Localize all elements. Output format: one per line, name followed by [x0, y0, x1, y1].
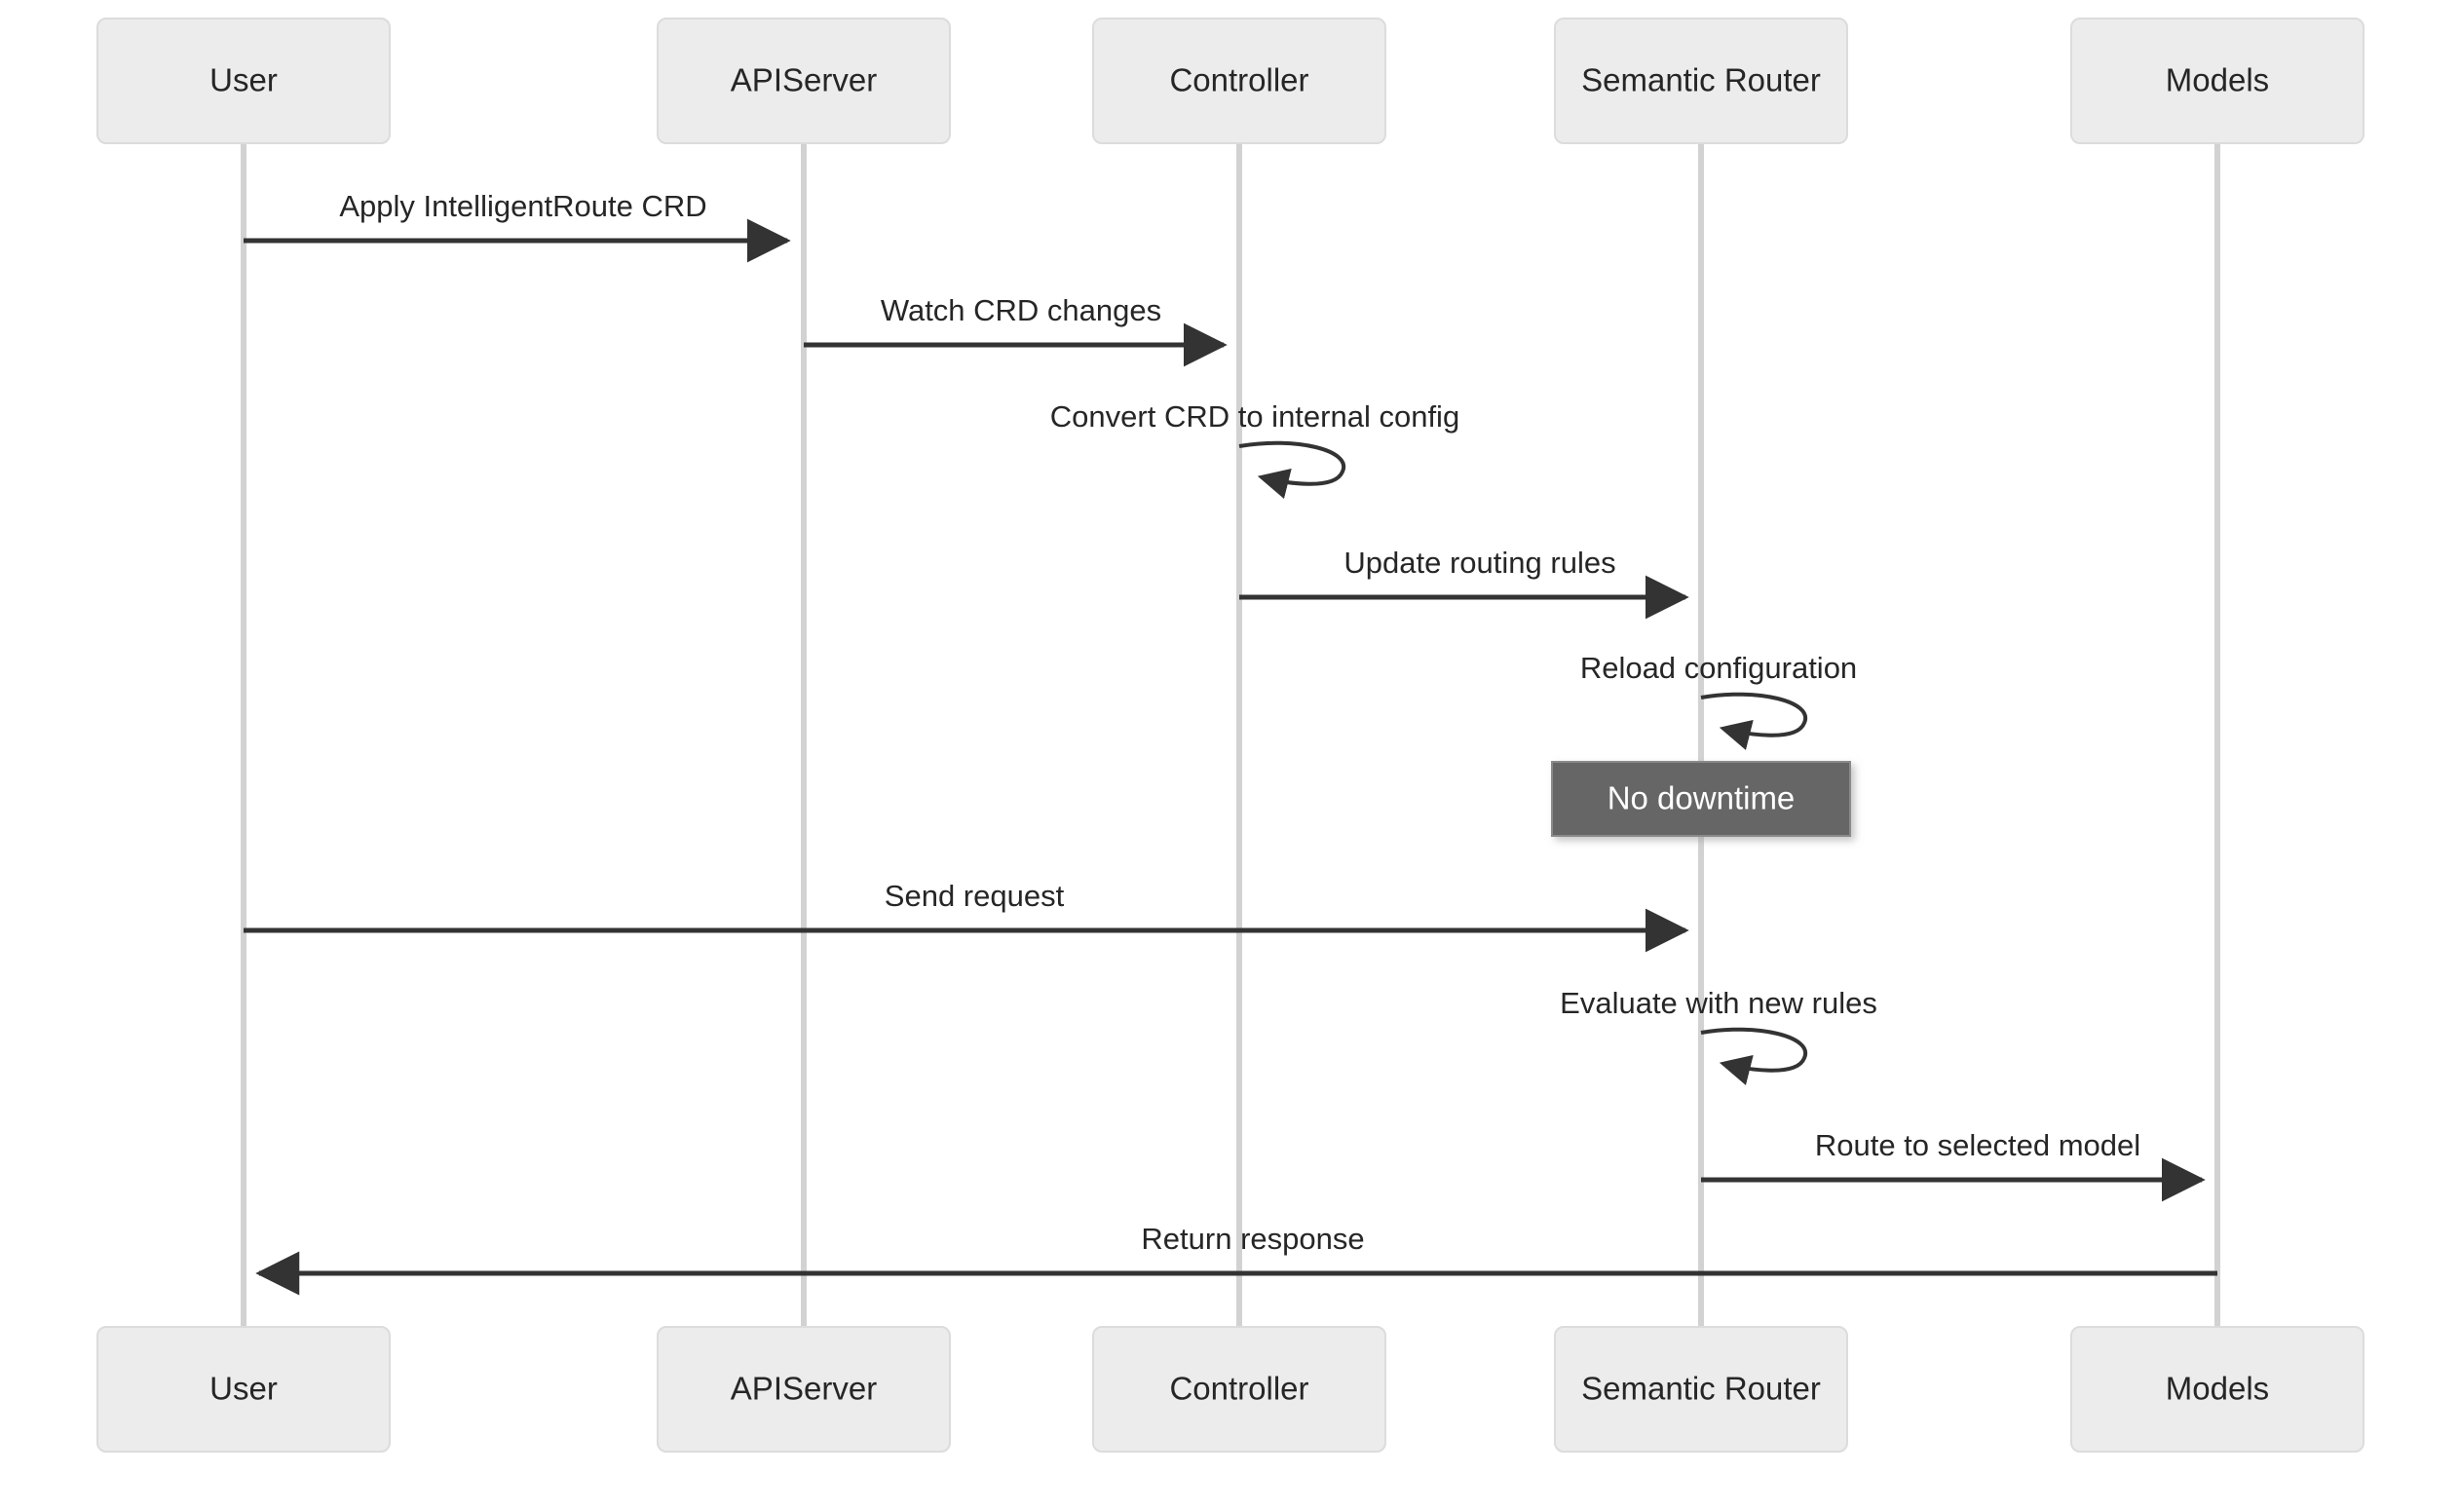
participants-bottom: User APIServer Controller Semantic Route…	[96, 1326, 2364, 1453]
participant-label-models-top: Models	[2166, 62, 2269, 98]
participant-label-controller-bottom: Controller	[1169, 1371, 1308, 1407]
message-label-5: Reload configuration	[1580, 651, 1857, 685]
participants-top: User APIServer Controller Semantic Route…	[96, 18, 2364, 144]
note-no-downtime[interactable]: No downtime	[1551, 761, 1851, 837]
participant-label-apiserver-top: APIServer	[731, 62, 877, 98]
participant-label-user-bottom: User	[209, 1371, 278, 1407]
participant-label-user-top: User	[209, 62, 278, 98]
message-label-2: Watch CRD changes	[881, 293, 1161, 327]
participant-box-apiserver-bottom[interactable]: APIServer	[657, 1326, 951, 1453]
message-label-7: Evaluate with new rules	[1560, 986, 1877, 1020]
participant-box-router-bottom[interactable]: Semantic Router	[1554, 1326, 1848, 1453]
participant-box-models-bottom[interactable]: Models	[2070, 1326, 2364, 1453]
message-label-1: Apply IntelligentRoute CRD	[339, 189, 706, 223]
participant-label-models-bottom: Models	[2166, 1371, 2269, 1407]
participant-box-controller-bottom[interactable]: Controller	[1092, 1326, 1386, 1453]
message-route-to-selected-model[interactable]: Route to selected model	[1701, 1128, 2206, 1202]
note-no-downtime-label: No downtime	[1608, 780, 1796, 816]
message-selfloop-7	[1700, 1027, 1808, 1085]
participant-box-controller-top[interactable]: Controller	[1092, 18, 1386, 144]
participant-label-controller-top: Controller	[1169, 62, 1308, 98]
message-update-routing-rules[interactable]: Update routing rules	[1239, 546, 1689, 620]
message-send-request[interactable]: Send request	[244, 879, 1689, 953]
participant-box-models-top[interactable]: Models	[2070, 18, 2364, 144]
message-return-response[interactable]: Return response	[255, 1222, 2217, 1296]
lifelines-group	[241, 143, 2220, 1327]
message-label-8: Route to selected model	[1815, 1128, 2140, 1162]
participant-box-router-top[interactable]: Semantic Router	[1554, 18, 1848, 144]
message-label-9: Return response	[1141, 1222, 1364, 1256]
message-label-6: Send request	[885, 879, 1065, 913]
message-selfloop-3	[1238, 440, 1346, 499]
message-watch-crd-changes[interactable]: Watch CRD changes	[804, 293, 1228, 367]
participant-box-user-top[interactable]: User	[96, 18, 391, 144]
message-apply-intelligentroute-crd[interactable]: Apply IntelligentRoute CRD	[244, 189, 791, 263]
participant-label-router-top: Semantic Router	[1581, 62, 1821, 98]
participant-label-router-bottom: Semantic Router	[1581, 1371, 1821, 1407]
message-reload-configuration[interactable]: Reload configuration	[1580, 651, 1857, 750]
participant-label-apiserver-bottom: APIServer	[731, 1371, 877, 1407]
participant-box-apiserver-top[interactable]: APIServer	[657, 18, 951, 144]
message-convert-crd-to-internal-config[interactable]: Convert CRD to internal config	[1050, 399, 1459, 499]
message-evaluate-with-new-rules[interactable]: Evaluate with new rules	[1560, 986, 1877, 1085]
message-label-3: Convert CRD to internal config	[1050, 399, 1459, 434]
message-label-4: Update routing rules	[1343, 546, 1615, 580]
note-no-downtime-rect	[1551, 761, 1851, 837]
message-selfloop-5	[1700, 692, 1808, 750]
participant-box-user-bottom[interactable]: User	[96, 1326, 391, 1453]
